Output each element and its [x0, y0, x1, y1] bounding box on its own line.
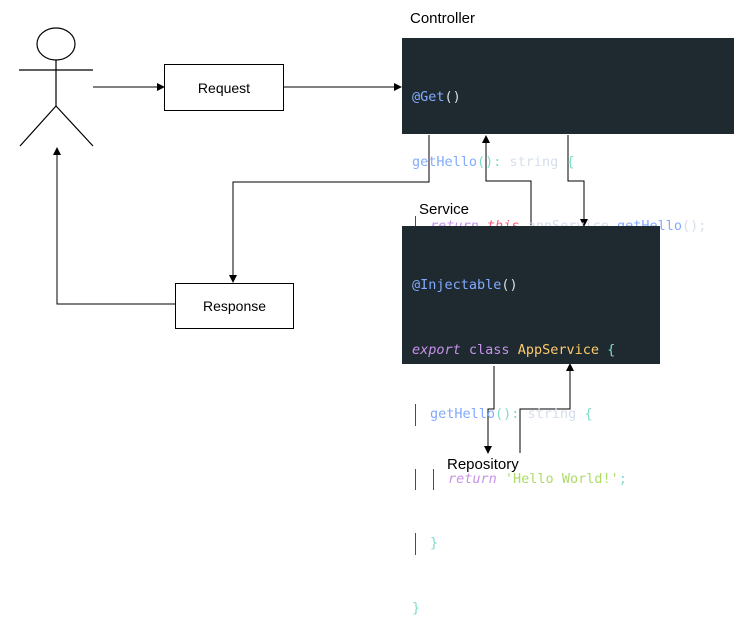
arrow-service-to-controller — [482, 135, 532, 226]
code-token: string — [509, 153, 559, 170]
indent-guide — [415, 404, 416, 426]
service-label: Service — [419, 201, 470, 218]
code-token: export — [412, 341, 461, 358]
code-token: class — [468, 341, 510, 358]
code-line: getHello(): string { — [412, 152, 734, 174]
arrow-response-to-actor — [53, 147, 175, 305]
code-token: getHello — [430, 406, 496, 422]
code-token: { — [598, 341, 616, 358]
code-token: { — [576, 406, 593, 422]
code-token: @Injectable — [412, 277, 502, 293]
code-line: getHello(): string { — [412, 404, 660, 426]
arrow-controller-to-response — [229, 135, 430, 283]
code-line: return 'Hello World!'; — [412, 468, 660, 490]
repository-label: Repository — [447, 456, 519, 473]
code-token: (); — [682, 218, 707, 234]
code-line: } — [412, 533, 660, 555]
actor-figure — [19, 27, 94, 147]
code-line: export class AppService { — [412, 340, 660, 362]
arrow-repository-to-service — [519, 363, 574, 453]
response-box: Response — [175, 283, 294, 329]
flow-diagram — [19, 27, 588, 454]
code-token: 'Hello World!' — [504, 470, 619, 487]
code-token: } — [430, 535, 439, 551]
code-token: () — [444, 89, 461, 105]
controller-code-block: @Get() getHello(): string { return this.… — [402, 38, 734, 299]
code-token: @Get — [412, 89, 445, 105]
code-token: { — [558, 153, 575, 170]
code-token: (): — [495, 406, 528, 422]
arrow-controller-to-service — [567, 135, 588, 227]
code-token: getHello — [412, 153, 478, 170]
indent-guide — [433, 468, 434, 490]
code-token: return — [448, 470, 497, 487]
arrow-service-to-repository — [484, 366, 495, 454]
service-code-block: @Injectable() export class AppService { … — [402, 226, 660, 616]
code-token: AppService — [517, 341, 599, 358]
controller-label: Controller — [410, 10, 476, 27]
request-box: Request — [164, 64, 284, 111]
code-token: () — [501, 277, 518, 293]
code-line: @Get() — [412, 87, 734, 109]
code-token: string — [527, 406, 577, 422]
code-line: @Injectable() — [412, 275, 660, 297]
code-token: } — [412, 599, 421, 616]
code-token: (): — [477, 153, 510, 170]
code-line: } — [412, 598, 660, 620]
code-token: ; — [618, 470, 627, 487]
indent-guide — [415, 468, 416, 490]
indent-guide — [415, 533, 416, 555]
